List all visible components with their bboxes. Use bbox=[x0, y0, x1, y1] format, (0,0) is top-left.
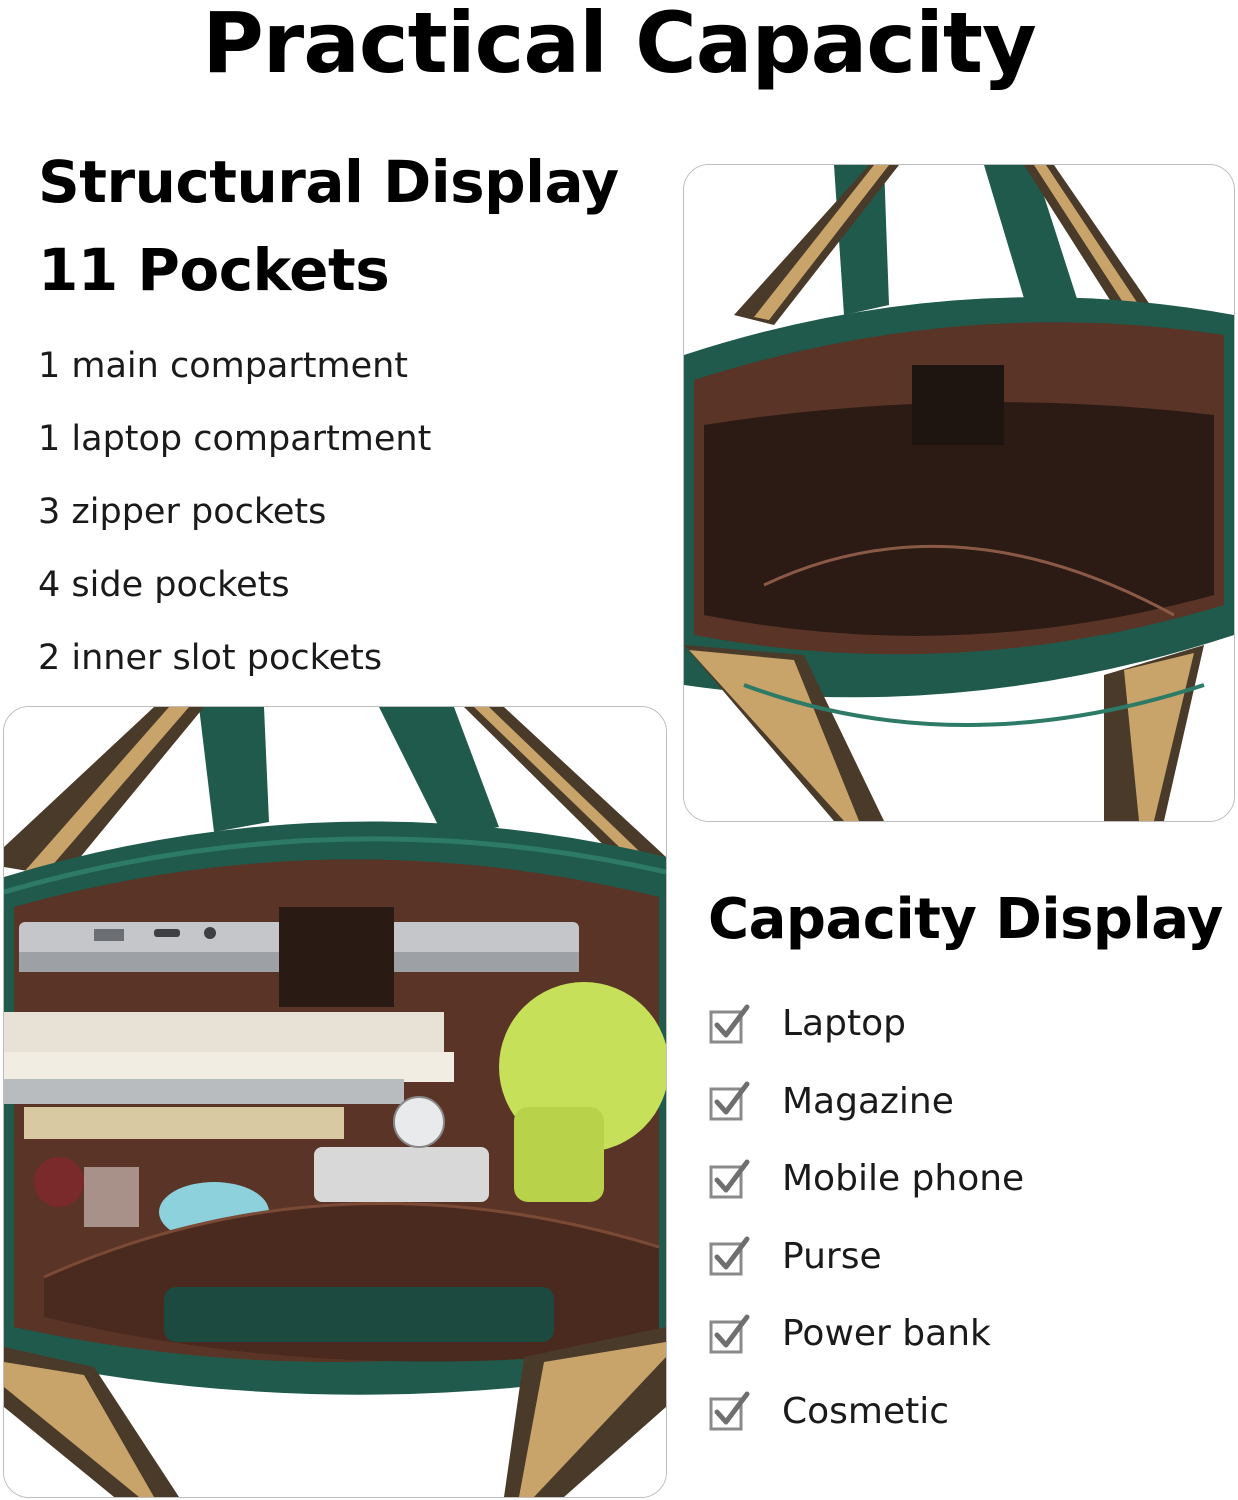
pocket-item: 4 side pockets bbox=[38, 565, 290, 605]
page-title: Practical Capacity bbox=[202, 0, 1037, 92]
structural-heading: Structural Display bbox=[38, 148, 619, 216]
pockets-count-heading: 11 Pockets bbox=[38, 236, 390, 304]
checkbox-checked-icon bbox=[709, 1004, 750, 1044]
capacity-label: Magazine bbox=[782, 1080, 954, 1122]
capacity-item: Magazine bbox=[708, 1063, 1024, 1141]
capacity-label: Purse bbox=[782, 1235, 882, 1277]
checkbox-checked-icon bbox=[709, 1391, 750, 1431]
checkbox-checked-icon bbox=[709, 1236, 750, 1276]
capacity-item: Power bank bbox=[708, 1295, 1024, 1373]
pocket-item: 1 laptop compartment bbox=[38, 419, 432, 459]
pocket-list: 1 main compartment 1 laptop compartment … bbox=[38, 330, 431, 695]
filled-bag-photo bbox=[3, 706, 667, 1498]
pocket-item: 1 main compartment bbox=[38, 346, 409, 386]
capacity-label: Mobile phone bbox=[782, 1158, 1025, 1200]
checkbox-checked-icon bbox=[709, 1081, 750, 1121]
capacity-item: Mobile phone bbox=[708, 1140, 1024, 1218]
filled-bag-illustration bbox=[4, 707, 666, 1497]
capacity-label: Cosmetic bbox=[782, 1390, 950, 1432]
capacity-list: Laptop Magazine Mobile phone Purse Power… bbox=[708, 985, 1024, 1450]
capacity-item: Purse bbox=[708, 1218, 1024, 1296]
capacity-item: Cosmetic bbox=[708, 1373, 1024, 1451]
capacity-label: Laptop bbox=[782, 1003, 906, 1045]
capacity-item: Laptop bbox=[708, 985, 1024, 1063]
capacity-label: Power bank bbox=[782, 1313, 991, 1355]
checkbox-checked-icon bbox=[709, 1159, 750, 1199]
empty-bag-photo bbox=[683, 164, 1235, 822]
checkbox-checked-icon bbox=[709, 1314, 750, 1354]
pocket-item: 2 inner slot pockets bbox=[38, 638, 383, 678]
empty-bag-illustration bbox=[684, 165, 1234, 821]
capacity-heading: Capacity Display bbox=[708, 887, 1223, 952]
pocket-item: 3 zipper pockets bbox=[38, 492, 327, 532]
